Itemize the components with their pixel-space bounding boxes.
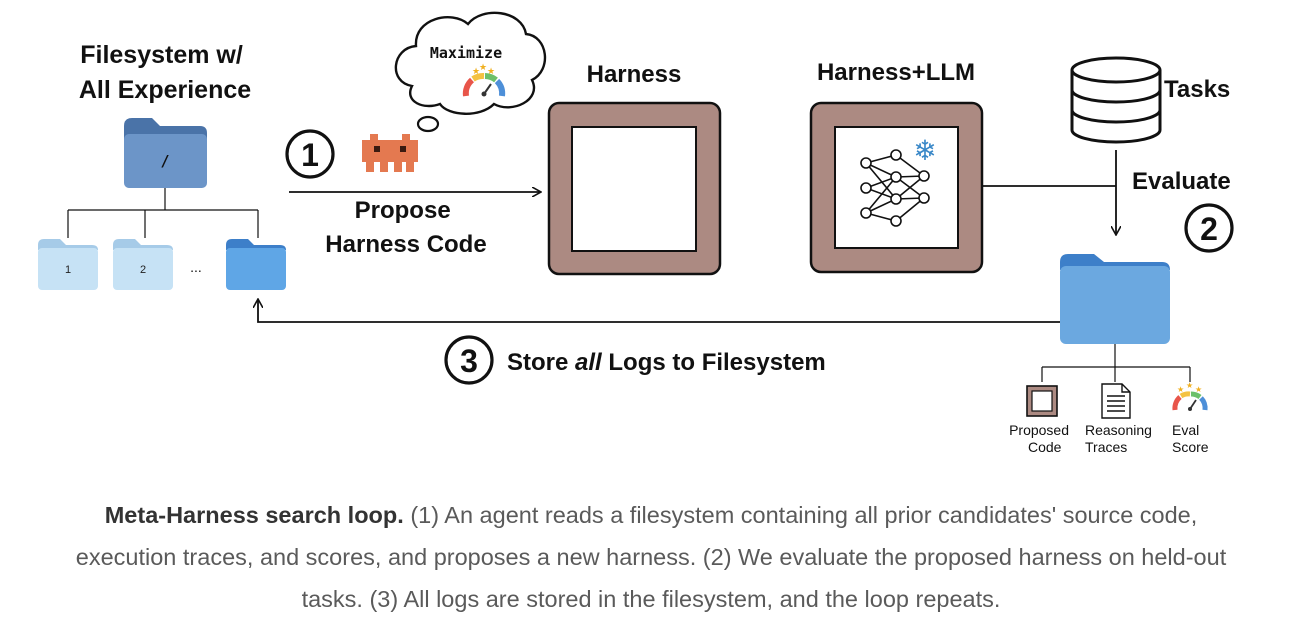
root-folder-label: / xyxy=(160,152,169,170)
svg-text:2: 2 xyxy=(1200,211,1218,247)
child-folder-1-icon: 1 xyxy=(38,239,98,290)
eval-score-gauge-icon: ★ ★ ★ xyxy=(1172,381,1208,411)
tasks-database-icon xyxy=(1070,56,1162,144)
svg-text:★: ★ xyxy=(479,63,487,73)
harness-llm-box xyxy=(809,101,984,274)
meta-harness-diagram: Filesystem w/ All Experience / 1 2 ... M… xyxy=(38,11,1234,455)
child-folder-2-icon: 2 xyxy=(113,239,173,290)
svg-text:★: ★ xyxy=(487,67,495,77)
harness-title: Harness xyxy=(587,61,682,88)
proposed-code-icon xyxy=(1026,385,1058,417)
folder-ellipsis: ... xyxy=(190,259,202,275)
snowflake-icon: ❄ xyxy=(913,134,936,167)
step-2-badge: 2 xyxy=(1184,203,1234,253)
outputs-tree-lines xyxy=(1041,344,1191,382)
output-eval-score-label: Eval Score xyxy=(1172,422,1209,455)
new-folder-icon xyxy=(226,239,286,290)
svg-text:★: ★ xyxy=(472,67,480,77)
step-1-badge: 1 xyxy=(285,129,335,179)
root-folder-icon: / xyxy=(124,118,207,188)
maximize-thought-bubble: Maximize ★ ★ ★ xyxy=(394,11,547,133)
propose-label: Propose Harness Code xyxy=(325,197,486,258)
output-proposed-code-label: Proposed Code xyxy=(1009,422,1073,455)
harness-box xyxy=(547,101,722,276)
figure-caption: Meta-Harness search loop. (1) An agent r… xyxy=(60,494,1242,620)
maximize-label: Maximize xyxy=(430,44,502,62)
store-logs-arrow xyxy=(258,300,1060,323)
svg-text:★: ★ xyxy=(1177,385,1184,394)
caption-title: Meta-Harness search loop. xyxy=(104,502,404,528)
harness-llm-title: Harness+LLM xyxy=(817,59,975,86)
filesystem-tree-lines xyxy=(67,188,259,238)
svg-text:1: 1 xyxy=(301,137,319,173)
store-logs-label: Store all Logs to Filesystem xyxy=(507,349,826,376)
caption-text: (1) An agent reads a filesystem containi… xyxy=(75,502,1227,612)
agent-icon xyxy=(362,134,418,172)
logs-folder-icon xyxy=(1060,254,1170,344)
step-3-badge: 3 xyxy=(444,335,494,385)
svg-text:★: ★ xyxy=(1195,385,1202,394)
gauge-icon: ★ ★ ★ xyxy=(462,63,506,97)
reasoning-traces-icon xyxy=(1101,383,1131,419)
child-folder-1-label: 1 xyxy=(65,264,71,276)
evaluate-connector xyxy=(982,150,1116,234)
tasks-label: Tasks xyxy=(1164,76,1230,103)
evaluate-label: Evaluate xyxy=(1132,168,1231,195)
svg-text:3: 3 xyxy=(460,343,478,379)
svg-text:★: ★ xyxy=(1186,381,1193,390)
child-folder-2-label: 2 xyxy=(140,264,146,276)
neural-network-icon xyxy=(860,149,930,227)
filesystem-title: Filesystem w/ All Experience xyxy=(79,41,251,104)
output-reasoning-traces-label: Reasoning Traces xyxy=(1085,422,1156,455)
